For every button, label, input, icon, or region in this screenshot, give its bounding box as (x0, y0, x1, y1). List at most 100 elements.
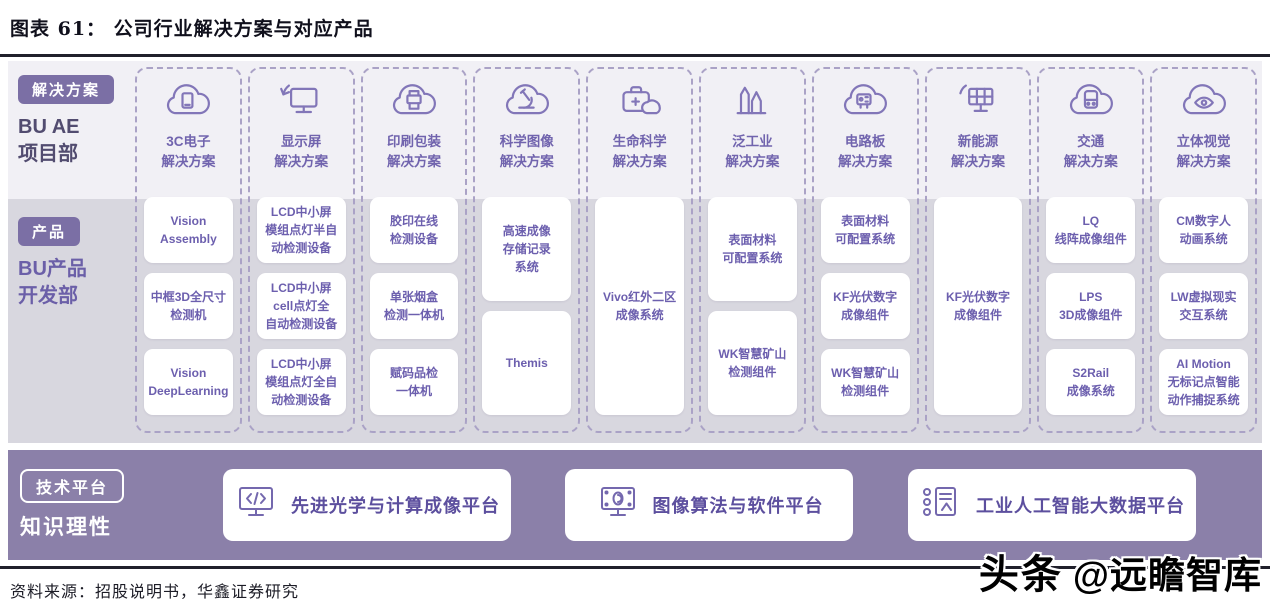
figure-title: 图表 61： 公司行业解决方案与对应产品 (10, 17, 374, 40)
solution-header: 显示屏 解决方案 (250, 69, 353, 191)
cloud-device-icon (161, 79, 215, 128)
side-labels: 解决方案 BU AE 项目部 产品 BU产品 开发部 (8, 61, 130, 443)
solution-label: 立体视觉 解决方案 (1176, 134, 1231, 170)
solution-column: 印刷包装 解决方案胶印在线 检测设备单张烟盒 检测一体机赋码品检 一体机 (360, 67, 468, 433)
watermark-brand: 头条 (978, 553, 1063, 597)
watermark-handle: @远瞻智库 (1072, 555, 1262, 596)
product-box: 高速成像 存储记录 系统 (482, 197, 572, 301)
product-box: LCD中小屏 cell点灯全 自动检测设备 (256, 273, 346, 339)
product-box: LCD中小屏 模组点灯半自 动检测设备 (256, 197, 346, 263)
cloud-microscope-icon (500, 79, 554, 128)
products-dept-label: BU产品 开发部 (18, 258, 87, 307)
solution-label: 印刷包装 解决方案 (386, 134, 441, 170)
product-box: LPS 3D成像组件 (1046, 273, 1136, 339)
platform-label: 图像算法与软件平台 (652, 496, 824, 516)
product-list: LCD中小屏 模组点灯半自 动检测设备 LCD中小屏 cell点灯全 自动检测设备… (250, 191, 353, 431)
product-list: Vivo红外二区 成像系统 (588, 191, 691, 431)
monitor-code-icon (233, 483, 279, 528)
product-box: 单张烟盒 检测一体机 (369, 273, 459, 339)
product-box: KF光伏数字 成像组件 (820, 273, 910, 339)
solution-label: 科学图像 解决方案 (499, 134, 554, 170)
solutions-dept-label: BU AE 项目部 (18, 116, 80, 165)
platform-dept-label: 知识理性 (20, 516, 112, 539)
solution-label: 泛工业 解决方案 (725, 134, 780, 170)
cloud-train-icon (1064, 79, 1118, 128)
solution-column: 立体视觉 解决方案 CM数字人 动画系统 LW虚拟现实 交互系统 AI Motion … (1150, 67, 1257, 433)
product-box: Vision Assembly (144, 197, 233, 263)
product-box: LW虚拟现实 交互系统 (1159, 273, 1248, 339)
solution-header: 泛工业 解决方案 (701, 69, 804, 191)
product-list: KF光伏数字 成像组件 (927, 191, 1030, 431)
medical-case-cloud-icon (613, 79, 667, 128)
solution-label: 电路板 解决方案 (838, 134, 893, 170)
platform-label: 先进光学与计算成像平台 (291, 496, 500, 516)
product-box: LQ 线阵成像组件 (1046, 197, 1136, 263)
solution-column: 显示屏 解决方案 LCD中小屏 模组点灯半自 动检测设备 LCD中小屏 cell点灯… (247, 67, 355, 433)
solution-column: 电路板 解决方案表面材料 可配置系统 KF光伏数字 成像组件 WK智慧矿山 检测组件 (811, 67, 919, 433)
solutions-side-label: 解决方案 BU AE 项目部 (8, 61, 130, 199)
product-box: LCD中小屏 模组点灯全自 动检测设备 (256, 349, 346, 415)
solution-column: 交通 解决方案 LQ 线阵成像组件 LPS 3D成像组件 S2Rail 成像系统 (1037, 67, 1145, 433)
solution-column: 科学图像 解决方案高速成像 存储记录 系统 Themis (473, 67, 581, 433)
platform-boxes: 先进光学与计算成像平台 图像算法与软件平台 工业人工智能大数据平台 (168, 469, 1250, 541)
product-list: Vision Assembly 中框3D全尺寸 检测机 Vision DeepLea… (137, 191, 240, 431)
product-box: Vision DeepLearning (144, 349, 233, 415)
product-box: 中框3D全尺寸 检测机 (144, 273, 233, 339)
products-badge: 产品 (18, 217, 81, 246)
product-box: 胶印在线 检测设备 (369, 197, 459, 263)
product-list: 表面材料 可配置系统 WK智慧矿山 检测组件 (701, 191, 804, 431)
platform-box: 图像算法与软件平台 (565, 469, 853, 541)
product-box: KF光伏数字 成像组件 (933, 197, 1023, 415)
product-list: 胶印在线 检测设备单张烟盒 检测一体机赋码品检 一体机 (363, 191, 466, 431)
products-side-label: 产品 BU产品 开发部 (8, 199, 130, 310)
product-box: AI Motion 无标记点智能 动作捕捉系统 (1159, 349, 1248, 415)
product-box: Themis (482, 311, 572, 415)
platform-box: 先进光学与计算成像平台 (222, 469, 511, 541)
product-box: 表面材料 可配置系统 (820, 197, 910, 263)
factory-icon (725, 79, 779, 128)
product-list: CM数字人 动画系统 LW虚拟现实 交互系统 AI Motion 无标记点智能 动作… (1152, 191, 1255, 431)
solution-header: 印刷包装 解决方案 (363, 69, 466, 191)
platform-side-label: 技术平台 知识理性 (20, 469, 168, 541)
solution-label: 新能源 解决方案 (950, 134, 1005, 170)
product-box: CM数字人 动画系统 (1159, 197, 1248, 263)
solution-label: 显示屏 解决方案 (274, 134, 329, 170)
solution-column: 新能源 解决方案 KF光伏数字 成像组件 (924, 67, 1032, 433)
solution-header: 新能源 解决方案 (927, 69, 1030, 191)
product-box: 赋码品检 一体机 (369, 349, 459, 415)
figure-title-bar: 图表 61： 公司行业解决方案与对应产品 (0, 0, 1270, 57)
platform-label: 工业人工智能大数据平台 (976, 496, 1185, 516)
solution-header: 科学图像 解决方案 (475, 69, 578, 191)
product-box: 表面材料 可配置系统 (707, 197, 797, 301)
solution-column: 泛工业 解决方案表面材料 可配置系统 WK智慧矿山 检测组件 (698, 67, 806, 433)
solution-label: 生命科学 解决方案 (612, 134, 667, 170)
source-footer: 资料来源：招股说明书，华鑫证券研究 (0, 566, 1270, 602)
product-list: 高速成像 存储记录 系统 Themis (475, 191, 578, 431)
solution-label: 交通 解决方案 (1063, 134, 1118, 170)
watermark: 头条 @远瞻智库 (979, 542, 1262, 600)
solutions-badge: 解决方案 (18, 75, 115, 104)
cloud-circuit-icon (838, 79, 892, 128)
product-list: 表面材料 可配置系统 KF光伏数字 成像组件 WK智慧矿山 检测组件 (814, 191, 917, 431)
platform-badge: 技术平台 (20, 469, 125, 503)
solar-panel-icon (951, 79, 1005, 128)
product-box: WK智慧矿山 检测组件 (820, 349, 910, 415)
solution-header: 3C电子 解决方案 (137, 69, 240, 191)
product-box: S2Rail 成像系统 (1046, 349, 1136, 415)
solution-header: 生命科学 解决方案 (588, 69, 691, 191)
product-list: LQ 线阵成像组件 LPS 3D成像组件 S2Rail 成像系统 (1039, 191, 1142, 431)
platform-box: 工业人工智能大数据平台 (907, 469, 1196, 541)
source-text: 资料来源：招股说明书，华鑫证券研究 (10, 582, 300, 601)
product-box: WK智慧矿山 检测组件 (707, 311, 797, 415)
monitor-algorithm-icon (595, 483, 641, 528)
solution-header: 电路板 解决方案 (814, 69, 917, 191)
ai-bigdata-icon (918, 483, 964, 528)
solution-header: 交通 解决方案 (1039, 69, 1142, 191)
cloud-eye-icon (1177, 79, 1231, 128)
technology-platform-band: 技术平台 知识理性 先进光学与计算成像平台 图像算法与软件平台 工业人工智能大数据平… (8, 450, 1262, 560)
